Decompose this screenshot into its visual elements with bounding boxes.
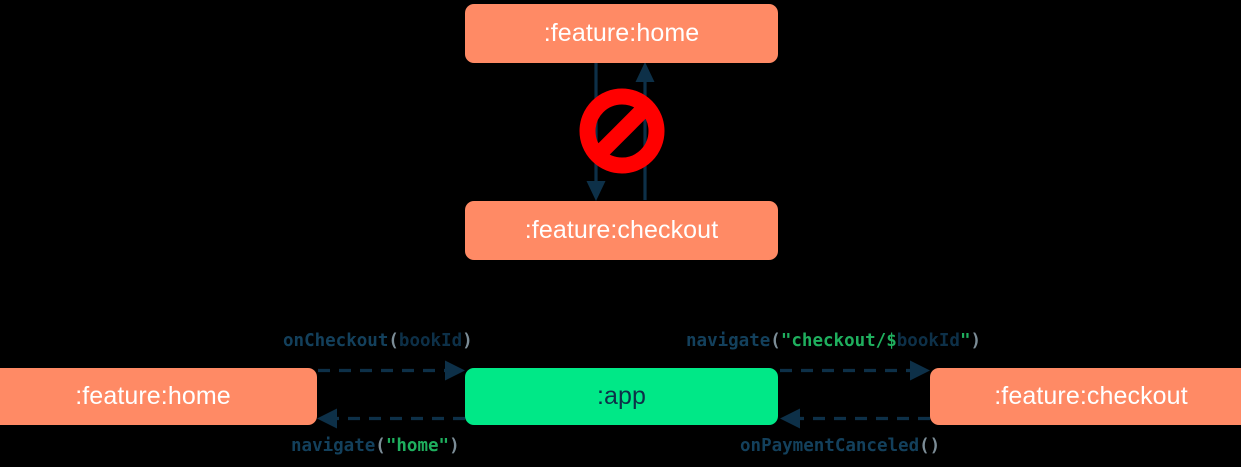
node-label: :feature:checkout — [994, 382, 1188, 410]
edge-label-function: navigate — [291, 436, 376, 456]
edge-label-string: checkout/$ — [791, 331, 897, 351]
node-label: :feature:home — [75, 382, 231, 410]
edge-label-navigate-home: navigate("home") — [291, 436, 460, 456]
node-label: :feature:checkout — [524, 216, 719, 244]
edge-label-on-payment-canceled: onPaymentCanceled() — [740, 436, 940, 456]
node-label: :feature:home — [543, 19, 700, 47]
edge-label-open-paren: ( — [375, 436, 386, 456]
edge-label-quote-open: " — [780, 331, 792, 351]
edge-label-close-paren: ) — [929, 436, 941, 456]
node-app[interactable]: :app — [465, 368, 778, 425]
edge-label-arg: bookId — [896, 331, 960, 351]
node-feature-home-bottom[interactable]: :feature:home — [0, 368, 317, 425]
edge-label-open-paren: ( — [919, 436, 930, 456]
edge-label-open-paren: ( — [388, 331, 399, 351]
edge-label-function: navigate — [686, 331, 771, 351]
edge-label-quote-open: " — [385, 436, 397, 456]
edge-label-close-paren: ) — [462, 331, 473, 351]
node-feature-checkout-bottom[interactable]: :feature:checkout — [930, 368, 1241, 425]
edge-label-arg: bookId — [398, 331, 463, 351]
node-label: :app — [596, 382, 647, 410]
edge-label-on-checkout: onCheckout(bookId) — [283, 331, 473, 351]
edge-label-function: onPaymentCanceled — [740, 436, 920, 456]
edge-label-navigate-checkout: navigate("checkout/$bookId") — [686, 331, 981, 351]
edge-label-close-paren: ) — [970, 331, 982, 351]
edge-label-quote-close: " — [959, 331, 971, 351]
edge-home-to-app-dashed — [318, 360, 465, 381]
edge-app-to-home-dashed — [317, 408, 465, 429]
node-feature-checkout-top[interactable]: :feature:checkout — [465, 201, 778, 260]
forbidden-icon — [579, 88, 665, 174]
edge-label-close-paren: ) — [449, 436, 460, 456]
edge-label-string: home — [396, 436, 439, 456]
edge-label-open-paren: ( — [770, 331, 781, 351]
edge-label-function: onCheckout — [283, 331, 389, 351]
edge-checkout-to-app-dashed — [780, 408, 930, 429]
node-feature-home-top[interactable]: :feature:home — [465, 4, 778, 63]
edge-label-quote-close: " — [438, 436, 450, 456]
edge-app-to-checkout-dashed — [780, 360, 930, 381]
